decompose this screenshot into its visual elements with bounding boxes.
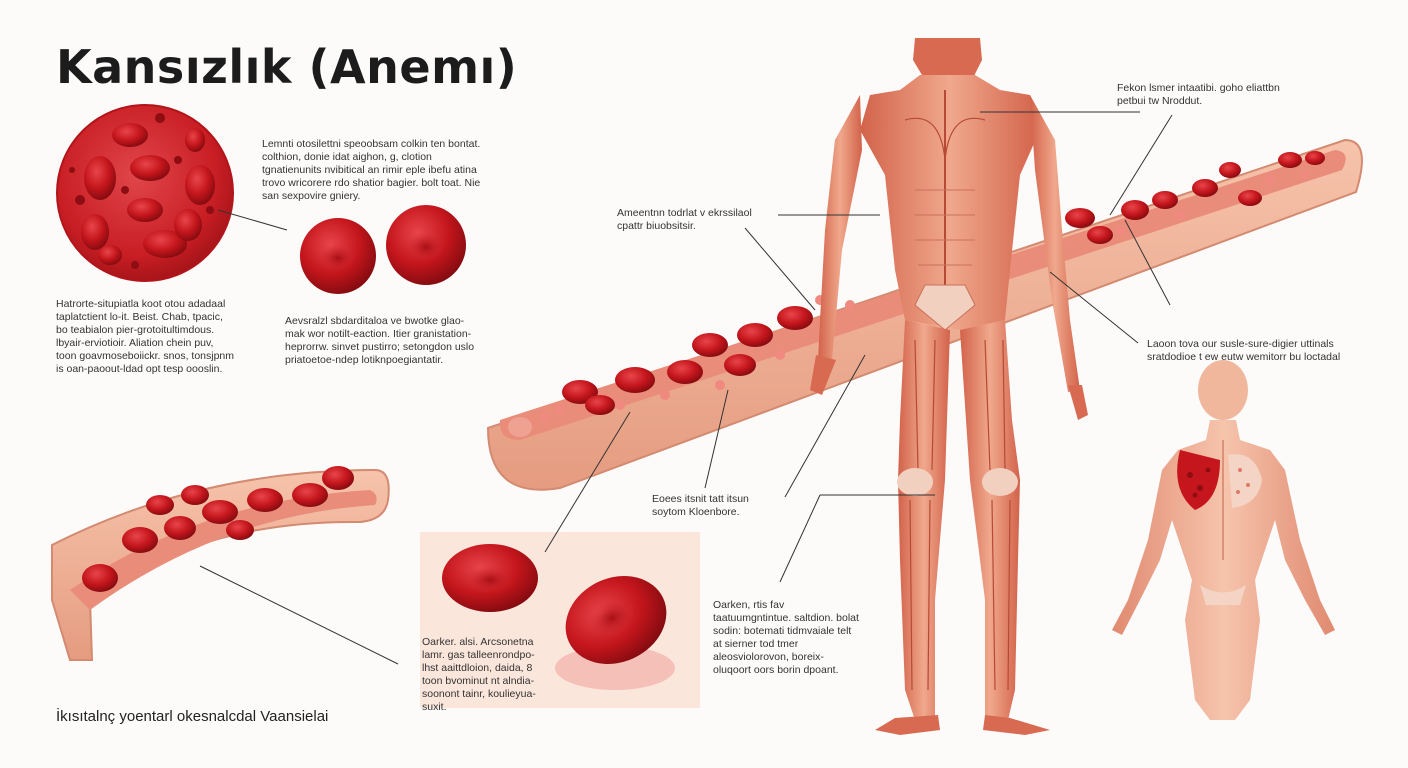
annotation-left-cells: Hatrorte-situpiatla koot otou adadaal ta… xyxy=(56,298,235,375)
annotation-center-cells: Aevsralzl sbdarditaloa ve bwotke glao-ma… xyxy=(285,315,475,366)
rbc-pair xyxy=(300,205,466,294)
annotation-body-right: Laoon tova our susle-sure-digier uttinal… xyxy=(1147,338,1341,363)
footer-caption: İkısıtalnç yoentarl okesnalcdal Vaansiel… xyxy=(56,708,329,725)
annotation-body-top: Fekon lsmer intaatibi. goho eliattbn pet… xyxy=(1117,82,1280,107)
leader-lines xyxy=(544,111,1173,583)
annotation-body-lower: Oarken, rtis fav taatuumgntintue. saltdi… xyxy=(713,599,859,676)
annotation-inset: Oarker. alsi. Arcsonetna lamr. gas talle… xyxy=(422,636,536,713)
page-title: Kansızlık (Anemı) xyxy=(56,40,518,94)
leader-line xyxy=(217,209,288,231)
leader-line xyxy=(199,565,399,665)
annotation-blood-sample: Lemnti otosilettni speoobsam colkin ten … xyxy=(262,138,481,202)
annotation-body-center: Eoees itsnit tatt itsun soytom Kloenbore… xyxy=(652,493,749,518)
human-body-main xyxy=(810,38,1088,735)
human-body-secondary xyxy=(1112,360,1335,720)
annotation-vessel: Ameentnn todrlat v ekrssilaol cpattr biu… xyxy=(617,207,752,232)
rbc-inset xyxy=(442,544,675,690)
blood-sample-circle xyxy=(56,104,234,282)
blood-vessel-small xyxy=(51,466,390,661)
